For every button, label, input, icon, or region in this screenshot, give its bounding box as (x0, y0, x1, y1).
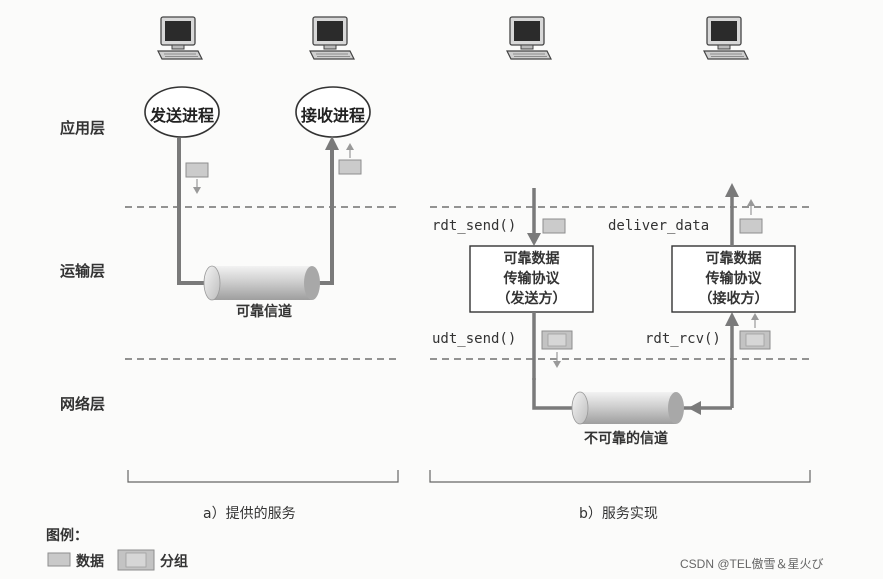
rdt-receiver-box (671, 245, 796, 313)
receiver-process-label: 接收进程 (301, 106, 366, 125)
legend-data-swatch (47, 552, 71, 567)
rdt-receiver-box-text: 可靠数据 传输协议 （接收方） (672, 249, 795, 309)
receiver-path-a (303, 146, 334, 285)
sender-path-a (177, 138, 218, 285)
data-block-recv-a (338, 159, 362, 175)
receiver-box-line-2: 传输协议 (705, 271, 762, 287)
receiver-process-ellipse (295, 86, 371, 138)
network-layer-label: 网络层 (60, 395, 106, 413)
unreliable-channel-pipe (571, 391, 684, 425)
data-block-deliver (739, 218, 763, 234)
legend-packet-label: 分组 (160, 554, 188, 570)
receiver-box-line-3: （接收方） (698, 291, 769, 307)
data-block-send-a (185, 162, 209, 178)
sender-process-label: 发送进程 (150, 106, 215, 125)
sender-box-line-2: 传输协议 (503, 271, 560, 287)
receiver-box-line-1: 可靠数据 (705, 251, 762, 267)
receiver-computer-icon (309, 16, 355, 60)
reliable-channel-pipe (203, 265, 320, 301)
watermark-text: CSDN @TEL傲雪＆星火び (680, 557, 824, 571)
application-layer-label: 应用层 (60, 119, 106, 137)
sender-computer-icon-b (506, 16, 552, 60)
legend-packet-swatch (117, 549, 155, 571)
sender-box-line-1: 可靠数据 (503, 251, 560, 267)
sender-path-b (532, 378, 576, 410)
reliable-channel-label: 可靠信道 (236, 304, 292, 320)
udt-send-label: udt_send() (432, 331, 517, 347)
rdt-sender-box-text: 可靠数据 传输协议 （发送方） (470, 249, 593, 309)
sender-box-line-3: （发送方） (496, 291, 567, 307)
packet-block-udt-send (541, 330, 573, 350)
caption-a: a）提供的服务 (203, 506, 296, 522)
unreliable-channel-label: 不可靠的信道 (584, 431, 668, 447)
caption-b: b）服务实现 (579, 506, 658, 522)
rdt-sender-box (469, 245, 594, 313)
transport-layer-label: 运输层 (60, 262, 106, 280)
packet-block-rdt-rcv (739, 330, 771, 350)
receiver-computer-icon-b (703, 16, 749, 60)
sender-computer-icon (157, 16, 203, 60)
data-block-rdt-send (542, 218, 566, 234)
receiver-arrowhead-a (325, 136, 339, 150)
deliver-data-label: deliver_data (608, 218, 710, 234)
rdt-send-label: rdt_send() (432, 218, 517, 234)
sender-process-ellipse (144, 86, 220, 138)
rdt-rcv-label: rdt_rcv() (645, 331, 721, 347)
caption-bracket-a (127, 470, 399, 483)
caption-bracket-b (429, 470, 811, 483)
legend-title: 图例： (46, 528, 88, 544)
legend-data-label: 数据 (76, 554, 104, 570)
